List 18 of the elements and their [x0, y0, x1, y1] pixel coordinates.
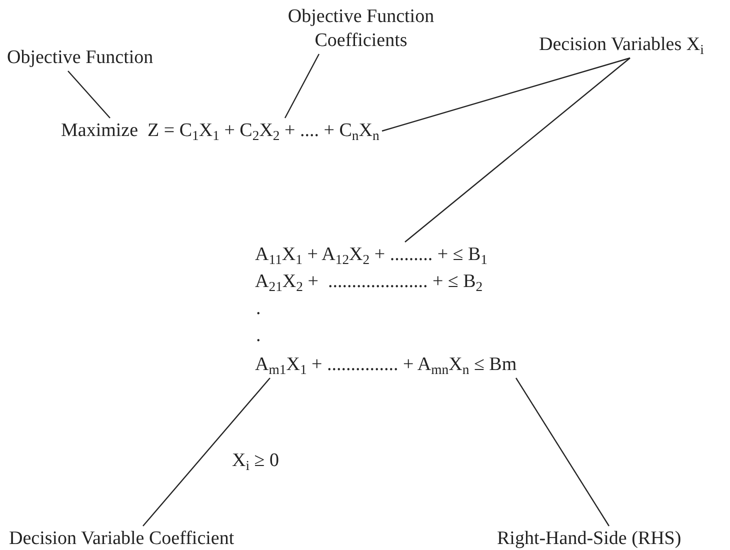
- leader-line: [382, 57, 630, 132]
- equation-text: A$_{m1}$X$_{1}$ + ............... + A$_{mn}$X$_{n}$ ≤ Bm: [252, 352, 520, 378]
- equation-text: X$_{i}$ ≥ 0: [232, 449, 279, 473]
- ellipsis-dot: .: [256, 324, 261, 348]
- callout-label: Decision Variable Coefficient: [6, 526, 238, 550]
- equation-text: Maximize Z = C$_{1}$X$_{1}$ + C$_{2}$X$_{2}$ + .... + C$_{n}$X$_{n}$: [58, 118, 382, 144]
- leader-line: [142, 378, 270, 526]
- callout-label: Decision Variables X$_{i}$: [536, 32, 707, 58]
- leader-line: [284, 54, 320, 118]
- callout-label: Objective Function: [4, 45, 156, 71]
- ellipsis-dot: .: [256, 297, 261, 321]
- callout-label: Objective Function Coefficients: [258, 4, 464, 54]
- leader-line: [516, 378, 610, 526]
- leader-line: [68, 70, 110, 118]
- equation-text: A$_{21}$X$_{2}$ + ..................... + ≤ B$_{2}$: [255, 270, 483, 294]
- equation-text: A$_{11}$X$_{1}$ + A$_{12}$X$_{2}$ + ......... + ≤ B$_{1}$: [252, 242, 490, 268]
- callout-label: Right-Hand-Side (RHS): [494, 526, 684, 550]
- leader-line: [404, 58, 630, 242]
